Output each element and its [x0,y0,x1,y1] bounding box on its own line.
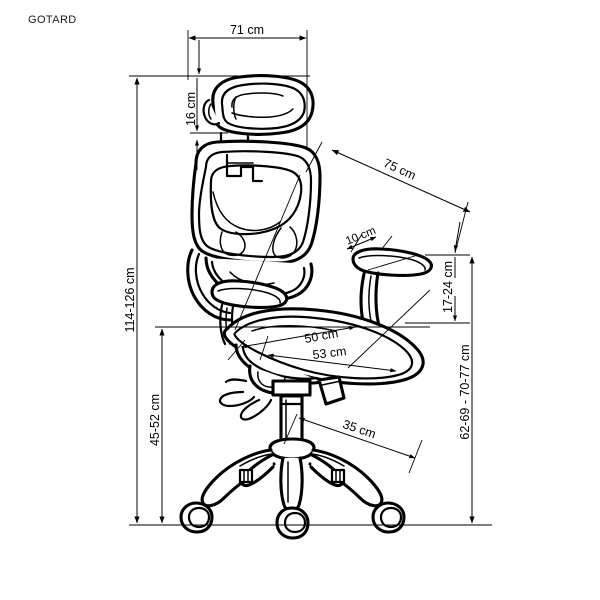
dim-label-75cm: 75 cm [381,156,418,183]
dim-label-71cm: 71 cm [230,23,264,37]
headrest [202,74,315,150]
dim-label-45-52cm: 45-52 cm [148,394,162,446]
dim-62-77cm: 62-69 - 70-77 cm [458,256,475,524]
chair-base [200,437,384,513]
dim-label-62-77cm: 62-69 - 70-77 cm [458,344,472,439]
dim-label-50cm: 50 cm [303,326,339,346]
dim-label-17-24cm: 17-24 cm [441,261,455,313]
dim-label-16cm: 16 cm [184,92,198,126]
armrest-left [210,279,289,347]
backrest-lower-support [186,248,314,322]
page-title: GOTARD [28,14,77,26]
leader-lines [227,174,431,369]
tilt-mechanism [218,343,346,421]
dim-label-114-126cm: 114-126 cm [123,267,137,332]
dim-label-35cm: 35 cm [341,417,378,441]
chair-illustration [179,74,433,540]
dim-50cm: 50 cm [240,325,356,349]
dim-71cm: 71 cm [187,23,308,150]
dim-17-24cm: 17-24 cm [405,254,470,324]
dim-label-10cm: 10 cm [344,225,378,248]
dim-53cm: 53 cm [259,335,397,373]
dim-label-53cm: 53 cm [312,344,347,362]
dim-114-126cm: 114-126 cm [123,77,140,524]
dim-16cm: 16 cm [184,78,228,170]
dim-75cm: 75 cm [305,141,471,254]
backrest [190,139,322,265]
